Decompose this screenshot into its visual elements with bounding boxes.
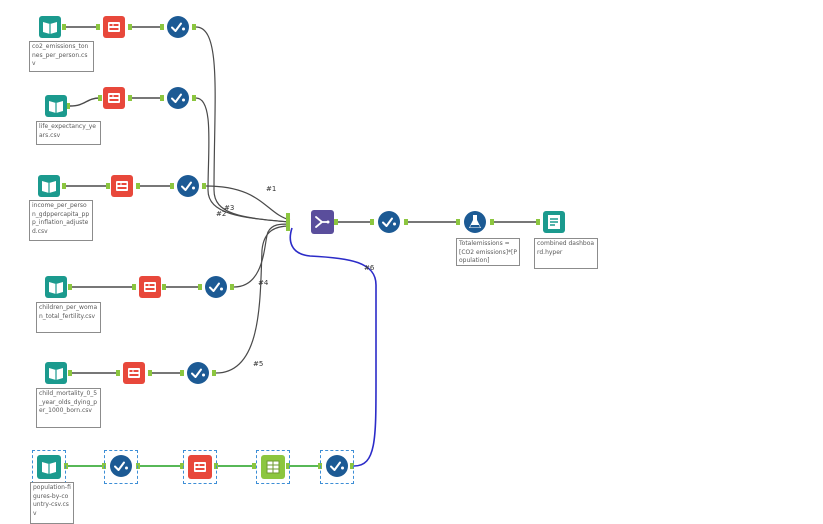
join-label-3: #3 bbox=[224, 204, 234, 212]
select-tool-main[interactable] bbox=[378, 211, 400, 233]
connection-select2-join[interactable] bbox=[195, 97, 291, 223]
anchor[interactable] bbox=[148, 370, 152, 376]
data-cleansing-icon bbox=[144, 282, 156, 292]
join-label-5: #5 bbox=[253, 360, 263, 368]
anchor[interactable] bbox=[162, 284, 166, 290]
join-label-1: #1 bbox=[266, 185, 276, 193]
anchor[interactable] bbox=[318, 463, 322, 469]
input-tool-1[interactable] bbox=[39, 16, 61, 38]
anchor[interactable] bbox=[404, 219, 408, 225]
anchor[interactable] bbox=[334, 219, 338, 225]
formula-tool[interactable] bbox=[464, 211, 486, 233]
join-label-2: #2 bbox=[216, 210, 226, 218]
anchor[interactable] bbox=[96, 24, 100, 30]
anchor[interactable] bbox=[64, 463, 68, 469]
data-cleansing-icon bbox=[194, 462, 206, 472]
connection-layer bbox=[66, 26, 538, 467]
data-cleansing-icon bbox=[128, 368, 140, 378]
join-label-4: #4 bbox=[258, 279, 269, 287]
anchor[interactable] bbox=[490, 219, 494, 225]
input-tool-3[interactable] bbox=[38, 175, 60, 197]
output-tool[interactable] bbox=[543, 211, 565, 233]
connection-select5-join[interactable] bbox=[215, 225, 291, 374]
input-label-5[interactable]: child_mortality_0_5_year_olds_dying_per_… bbox=[36, 388, 101, 428]
anchor[interactable] bbox=[128, 24, 132, 30]
select-tool-6[interactable] bbox=[110, 455, 132, 477]
data-cleansing-icon bbox=[108, 93, 120, 103]
input-tool-5[interactable] bbox=[45, 362, 67, 384]
anchor[interactable] bbox=[136, 463, 140, 469]
anchor[interactable] bbox=[192, 24, 196, 30]
anchor[interactable] bbox=[198, 284, 202, 290]
arrange-tool[interactable] bbox=[261, 455, 285, 479]
input-tool-4[interactable] bbox=[45, 276, 67, 298]
select-tool-4[interactable] bbox=[205, 276, 227, 298]
preparation-tool-6[interactable] bbox=[188, 455, 212, 479]
anchor[interactable] bbox=[66, 103, 70, 109]
anchor[interactable] bbox=[68, 284, 72, 290]
input-label-4[interactable]: children_per_woman_total_fertility.csv bbox=[36, 302, 101, 333]
anchor[interactable] bbox=[370, 219, 374, 225]
output-label[interactable]: combined dashboard.hyper bbox=[534, 238, 598, 269]
document-output-icon bbox=[547, 214, 561, 230]
anchor[interactable] bbox=[116, 370, 120, 376]
anchor[interactable] bbox=[180, 463, 184, 469]
preparation-tool-1[interactable] bbox=[103, 16, 125, 38]
anchor[interactable] bbox=[170, 183, 174, 189]
anchor[interactable] bbox=[350, 463, 354, 469]
input-tool-2[interactable] bbox=[45, 95, 67, 117]
formula-label[interactable]: Totalemissions = [CO2 emissions]*[Popula… bbox=[456, 238, 520, 266]
anchor[interactable] bbox=[68, 370, 72, 376]
preparation-tool-3[interactable] bbox=[111, 175, 133, 197]
anchor[interactable] bbox=[62, 183, 66, 189]
anchor[interactable] bbox=[160, 95, 164, 101]
data-cleansing-icon bbox=[108, 22, 120, 32]
anchor[interactable] bbox=[136, 183, 140, 189]
input-label-3[interactable]: income_per_person_gdppercapita_ppp_infla… bbox=[29, 200, 93, 241]
join-label-6: #6 bbox=[364, 264, 375, 272]
connection-select4-join[interactable] bbox=[233, 223, 291, 288]
anchor[interactable] bbox=[98, 95, 102, 101]
anchor[interactable] bbox=[202, 183, 206, 189]
select-tool-1[interactable] bbox=[167, 16, 189, 38]
anchor[interactable] bbox=[214, 463, 218, 469]
anchor[interactable] bbox=[180, 370, 184, 376]
input-label-1[interactable]: co2_emissions_tonnes_per_person.csv bbox=[29, 41, 94, 72]
anchor[interactable] bbox=[106, 183, 110, 189]
connection-select3-join[interactable] bbox=[205, 185, 291, 221]
connection-select7-join[interactable] bbox=[289, 227, 377, 467]
join-input-labels: #1 #2 #3 #4 #5 #6 bbox=[216, 185, 375, 368]
anchor[interactable] bbox=[62, 24, 66, 30]
union-tool[interactable] bbox=[311, 210, 334, 234]
preparation-tool-2[interactable] bbox=[103, 87, 125, 109]
input-tool-6[interactable] bbox=[37, 455, 61, 479]
anchor[interactable] bbox=[132, 284, 136, 290]
input-label-2[interactable]: life_expectancy_years.csv bbox=[36, 121, 101, 145]
anchor[interactable] bbox=[456, 219, 460, 225]
anchor[interactable] bbox=[128, 95, 132, 101]
anchor[interactable] bbox=[286, 463, 290, 469]
tool-layer bbox=[37, 16, 565, 479]
anchor[interactable] bbox=[102, 463, 106, 469]
anchor[interactable] bbox=[286, 213, 290, 231]
anchor[interactable] bbox=[536, 219, 540, 225]
select-tool-2[interactable] bbox=[167, 87, 189, 109]
anchor[interactable] bbox=[160, 24, 164, 30]
preparation-tool-5[interactable] bbox=[123, 362, 145, 384]
select-tool-3[interactable] bbox=[177, 175, 199, 197]
select-tool-7[interactable] bbox=[326, 455, 348, 477]
arrange-table-icon bbox=[266, 460, 280, 474]
anchor-layer bbox=[62, 24, 540, 469]
anchor[interactable] bbox=[252, 463, 256, 469]
preparation-tool-4[interactable] bbox=[139, 276, 161, 298]
data-cleansing-icon bbox=[116, 181, 128, 191]
anchor[interactable] bbox=[212, 370, 216, 376]
connection-input2-prep2[interactable] bbox=[69, 97, 101, 107]
input-label-6[interactable]: population-figures-by-country-csv.csv bbox=[30, 482, 74, 524]
anchor[interactable] bbox=[192, 95, 196, 101]
anchor[interactable] bbox=[230, 284, 234, 290]
select-tool-5[interactable] bbox=[187, 362, 209, 384]
